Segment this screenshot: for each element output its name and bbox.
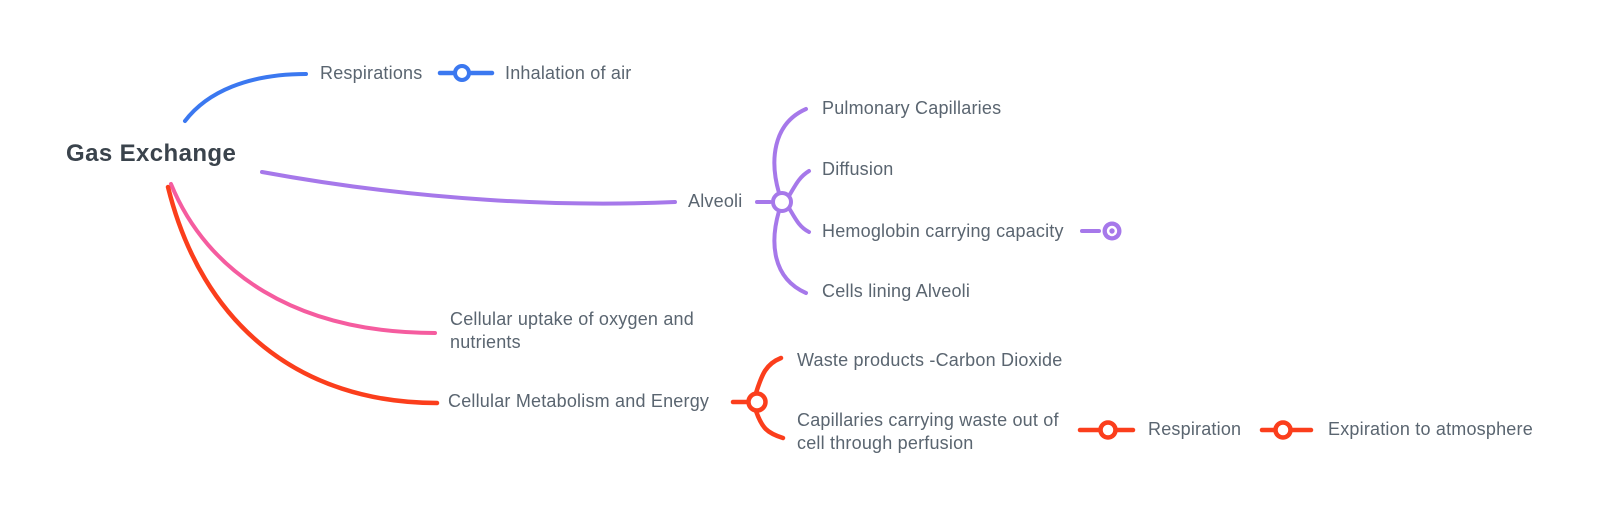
expiration-node-toggle[interactable] bbox=[1273, 420, 1293, 440]
branch-cellular-metabolism-curve bbox=[165, 184, 440, 406]
node-respiration[interactable]: Respiration bbox=[1148, 419, 1242, 439]
branch-respirations-curve bbox=[183, 72, 308, 123]
metabolism-junction-toggle[interactable] bbox=[746, 391, 768, 413]
node-cells-lining-alveoli[interactable]: Cells lining Alveoli bbox=[822, 281, 971, 301]
alveoli-child-curve-2 bbox=[787, 169, 811, 198]
node-capillaries-perfusion[interactable]: Capillaries carrying waste out of cell t… bbox=[797, 410, 1059, 453]
node-expiration-to-atmosphere[interactable]: Expiration to atmosphere bbox=[1328, 419, 1533, 439]
hemoglobin-collapsed-node-icon[interactable] bbox=[1102, 221, 1122, 241]
metabolism-child-curve-up bbox=[753, 355, 784, 396]
root-node-gas-exchange[interactable]: Gas Exchange bbox=[66, 140, 237, 167]
node-waste-products[interactable]: Waste products -Carbon Dioxide bbox=[797, 350, 1063, 370]
node-alveoli[interactable]: Alveoli bbox=[688, 191, 743, 211]
alveoli-child-curve-3 bbox=[787, 206, 811, 234]
branch-alveoli-curve bbox=[260, 170, 677, 206]
node-cellular-uptake[interactable]: Cellular uptake of oxygen and nutrients bbox=[450, 309, 694, 352]
node-respirations[interactable]: Respirations bbox=[320, 63, 423, 83]
metabolism-child-curve-down bbox=[753, 408, 786, 441]
branch-cellular-uptake-curve bbox=[169, 182, 437, 335]
node-pulmonary-capillaries[interactable]: Pulmonary Capillaries bbox=[822, 98, 1002, 118]
alveoli-junction-toggle[interactable] bbox=[771, 191, 793, 213]
alveoli-child-curve-4 bbox=[772, 209, 808, 295]
respirations-node-toggle[interactable] bbox=[453, 64, 471, 82]
node-cellular-metabolism[interactable]: Cellular Metabolism and Energy bbox=[448, 391, 710, 411]
respiration-node-toggle[interactable] bbox=[1098, 420, 1118, 440]
node-diffusion[interactable]: Diffusion bbox=[822, 159, 894, 179]
alveoli-child-curve-1 bbox=[772, 107, 808, 195]
node-inhalation-of-air[interactable]: Inhalation of air bbox=[505, 63, 632, 83]
node-hemoglobin-carrying-capacity[interactable]: Hemoglobin carrying capacity bbox=[822, 221, 1064, 241]
